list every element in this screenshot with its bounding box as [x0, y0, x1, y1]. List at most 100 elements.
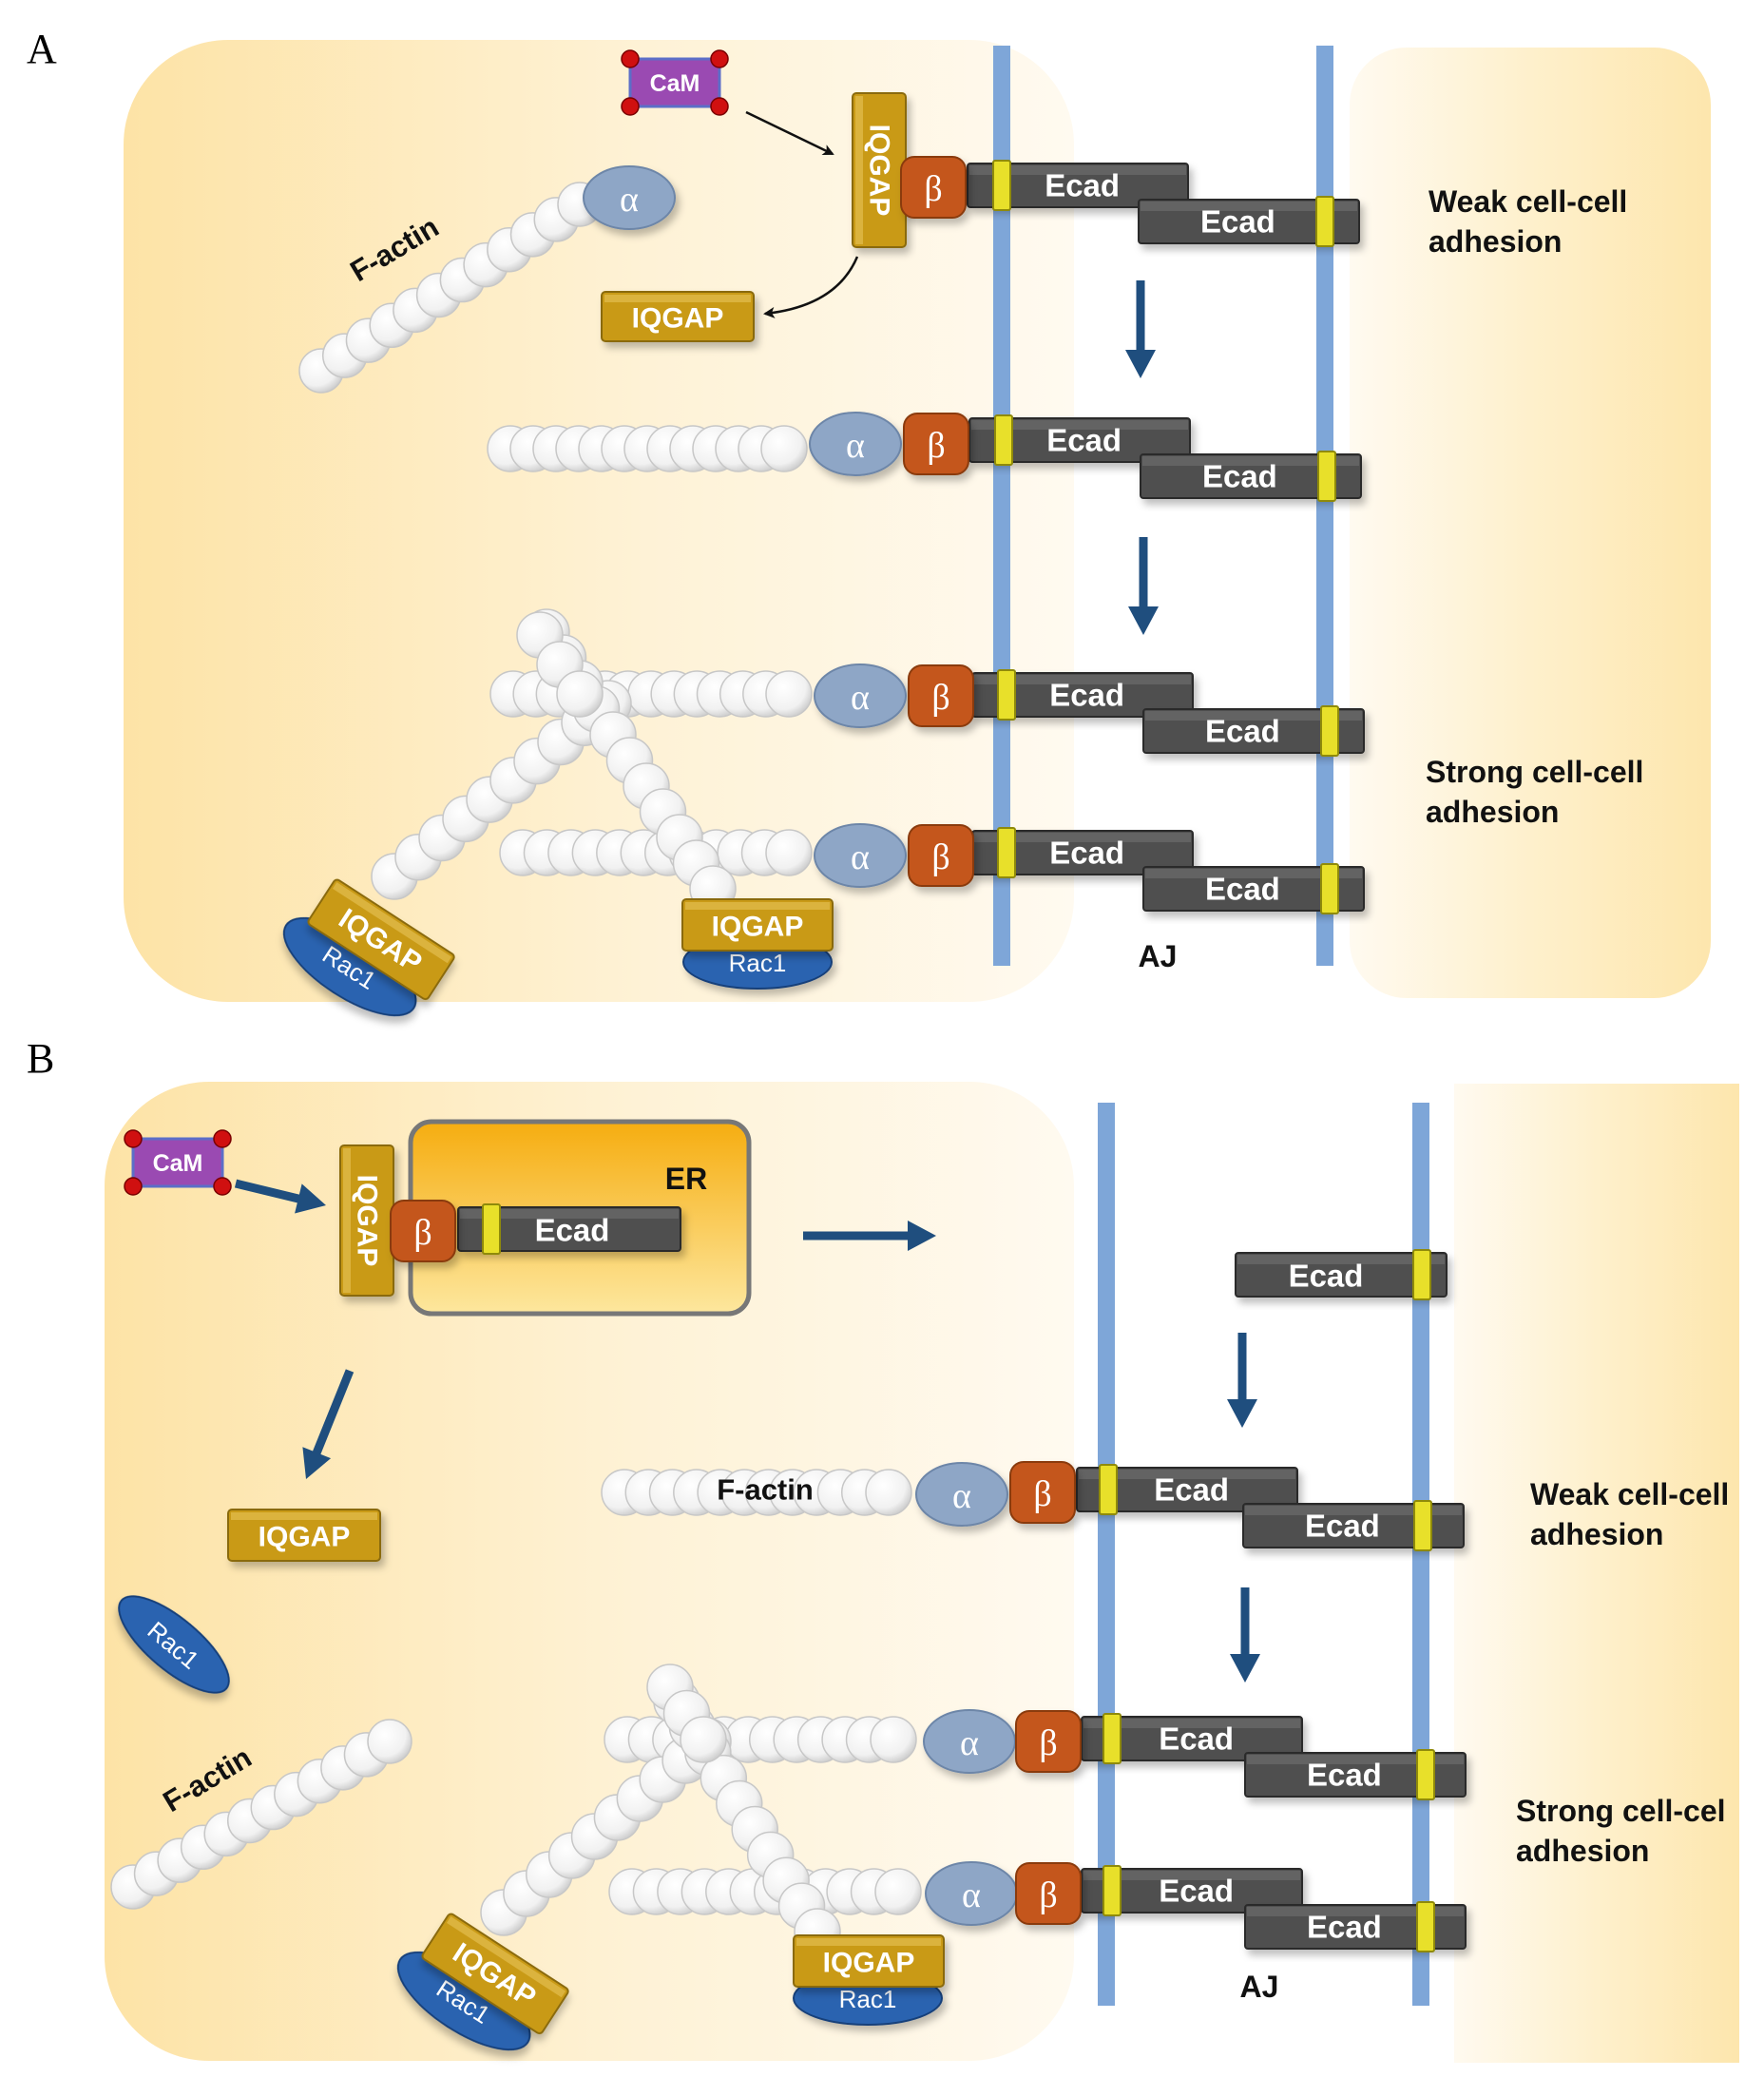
- panel-b-single-band: [1412, 1249, 1431, 1300]
- panel-b-strong-line1: Strong cell-cel: [1516, 1794, 1726, 1828]
- panel-b-row1-alpha-label: α: [952, 1476, 971, 1516]
- panel-a-row1-ecad-top-label: Ecad: [1045, 168, 1120, 203]
- panel-b-free-f-actin: [110, 1719, 412, 1910]
- panel-b-row3-beta: [1015, 1862, 1082, 1925]
- panel-a-cell-left: [124, 40, 1074, 1002]
- panel-b-row2-beta-label: β: [1039, 1723, 1057, 1763]
- panel-b-iqgap-free: IQGAP: [227, 1509, 381, 1562]
- panel-b-iqgap-bottom: IQGAP: [793, 1934, 945, 1988]
- panel-a-membrane-right: [1316, 46, 1333, 966]
- panel-b-row3-band-left: [1102, 1865, 1122, 1916]
- panel-b-row2-ecad-bottom-label: Ecad: [1307, 1758, 1382, 1793]
- panel-a-row2-f-actin: [487, 425, 808, 472]
- panel-b-row1-ecad-top: [1076, 1467, 1298, 1512]
- panel-b-row1-f-actin: [601, 1469, 912, 1516]
- panel-b-branch-top: [646, 1664, 727, 1763]
- cam-calcium-dot: [621, 49, 640, 68]
- iqgap-highlight: [855, 96, 863, 244]
- panel-b-rac1-bottom-label: Rac1: [839, 1985, 897, 2013]
- cam-calcium-dot: [124, 1177, 143, 1196]
- iqgap-body: [793, 1934, 945, 1988]
- cam-body: [628, 57, 721, 108]
- actin-bead: [760, 425, 808, 472]
- panel-a-cam-arrow: [745, 110, 834, 156]
- panel-a-row1-ecad-bottom-label: Ecad: [1200, 204, 1275, 240]
- panel-a-rac1-bottom-label: Rac1: [729, 949, 787, 977]
- actin-bead: [367, 1719, 412, 1764]
- ecad-highlight: [1145, 711, 1362, 721]
- panel-b-row3-ecad-top: [1081, 1868, 1303, 1914]
- panel-b-down-arrow-1: [1227, 1333, 1257, 1428]
- panel-a-row1-ecad-bottom: [1138, 199, 1360, 244]
- panel-b-row2-beta: [1015, 1710, 1082, 1773]
- panel-a-row4-ecad-bottom: [1142, 866, 1365, 912]
- panel-b-cell-left: [105, 1082, 1074, 2061]
- panel-b-iqgap-bottom-label: IQGAP: [823, 1948, 915, 1979]
- panel-a-weak-line2: adhesion: [1428, 224, 1562, 259]
- panel-b-er-ecad-label: Ecad: [535, 1213, 610, 1248]
- ecad-highlight: [974, 833, 1191, 842]
- panel-b-iqgap-vertical: IQGAP: [339, 1144, 394, 1297]
- panel-b-row1-alpha: [915, 1462, 1008, 1527]
- panel-a-row4-band-left: [997, 827, 1016, 878]
- panel-a-row4-beta: [908, 824, 974, 887]
- actin-bead: [680, 1716, 727, 1763]
- panel-a-cell-right: [1350, 48, 1711, 998]
- ecad-highlight: [1079, 1470, 1295, 1479]
- panel-b-er-label: ER: [665, 1162, 707, 1196]
- iqgap-body: [421, 1913, 569, 2035]
- panel-b-weak-line2: adhesion: [1530, 1517, 1663, 1551]
- ecad-highlight: [1247, 1907, 1464, 1916]
- panel-b-row1-beta: [1009, 1461, 1076, 1524]
- panel-a-row3-beta-label: β: [931, 678, 949, 718]
- panel-a-branch-top: [516, 611, 604, 718]
- panel-b-er-ecad: [457, 1206, 681, 1252]
- iqgap-body: [227, 1509, 381, 1562]
- panel-a-row2-beta: [903, 413, 969, 475]
- actin-bead: [870, 1716, 917, 1763]
- panel-b-aj-label: AJ: [1240, 1970, 1279, 2004]
- panel-b-weak-line1: Weak cell-cell: [1530, 1477, 1729, 1511]
- panel-a-row1-beta: [900, 156, 967, 219]
- panel-a-row1-band-left: [992, 160, 1011, 211]
- panel-b-row3-beta-label: β: [1039, 1875, 1057, 1915]
- panel-a-row2-ecad-top-label: Ecad: [1046, 423, 1122, 458]
- panel-a-row2-ecad-bottom-label: Ecad: [1202, 459, 1277, 494]
- panel-b-membrane-left: [1098, 1103, 1115, 2006]
- panel-a-row2-band-left: [994, 414, 1013, 466]
- panel-a-row4-band-right: [1320, 863, 1339, 914]
- panel-b-iqgap-vertical-label: IQGAP: [352, 1175, 383, 1267]
- actin-bead: [865, 1469, 912, 1516]
- panel-b-row1-beta-label: β: [1033, 1474, 1051, 1514]
- panel-a-iqgap-free-label: IQGAP: [632, 303, 724, 335]
- panel-b-row1-ecad-top-label: Ecad: [1154, 1472, 1229, 1508]
- panel-b-strong-line2: adhesion: [1516, 1834, 1649, 1868]
- panel-a-row2-band-right: [1317, 451, 1336, 502]
- panel-b-row2-ecad-bottom: [1244, 1752, 1467, 1798]
- panel-a-free-alpha-catenin-label: α: [620, 180, 639, 220]
- panel-b-right-arrow: [803, 1221, 936, 1251]
- panel-a-row4-ecad-bottom-label: Ecad: [1205, 872, 1280, 907]
- panel-b-cam-arrow: [234, 1179, 326, 1214]
- cam-calcium-dot: [213, 1129, 232, 1148]
- panel-a-row3-band-left: [997, 669, 1016, 721]
- panel-a-row4-alpha-label: α: [851, 837, 870, 877]
- cam-calcium-dot: [710, 49, 729, 68]
- panel-a-iqgap-vertical: IQGAP: [852, 92, 907, 248]
- panel-b-iqgap-free-label: IQGAP: [259, 1522, 351, 1553]
- ecad-highlight: [1145, 869, 1362, 878]
- panel-b-row3-alpha-label: α: [962, 1875, 981, 1915]
- panel-b-row1-ecad-bottom-label: Ecad: [1305, 1509, 1380, 1544]
- panel-b-cam-label: CaM: [153, 1150, 203, 1177]
- actin-bead: [765, 829, 813, 876]
- ecad-highlight: [1083, 1719, 1300, 1728]
- panel-b-down-left-arrow: [302, 1369, 355, 1479]
- panel-a-free-f-actin: [298, 182, 603, 394]
- iqgap-highlight: [231, 1512, 377, 1520]
- panel-a-complex-left-iqgap: IQGAP: [307, 878, 455, 1001]
- iqgap-highlight: [796, 1938, 941, 1946]
- panel-b-letter: B: [27, 1035, 54, 1082]
- panel-b-row3-ecad-top-label: Ecad: [1159, 1874, 1234, 1909]
- cam-body: [131, 1137, 224, 1188]
